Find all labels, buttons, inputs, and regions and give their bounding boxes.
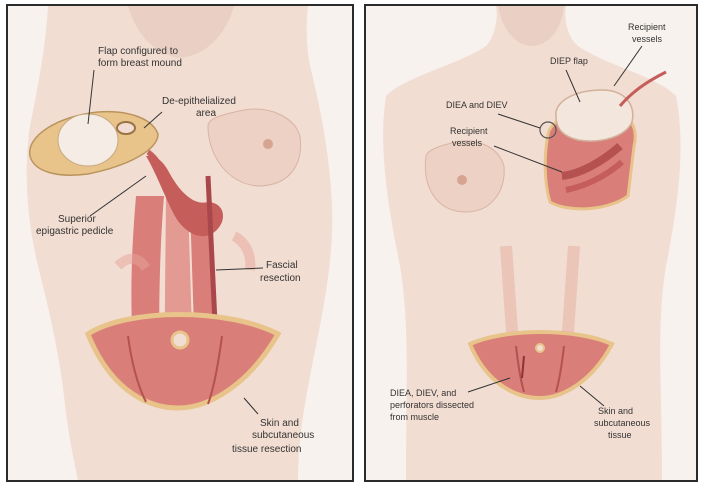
diep-flap-label: DIEP flap — [550, 56, 588, 66]
right-panel-nipple — [457, 175, 467, 185]
right-torso-illustration: Recipient vessels DIEP flap DIEA and DIE… — [366, 6, 696, 480]
diea-diev-label: DIEA and DIEV — [446, 100, 508, 110]
left-nipple — [263, 139, 273, 149]
flap-configured-label: Flap configured to form breast mound — [98, 46, 182, 69]
left-torso-illustration: Flap configured to form breast mound De-… — [8, 6, 352, 480]
umbilicus — [172, 332, 188, 348]
deepithelialized-ring — [117, 122, 135, 134]
diep-flap — [556, 90, 633, 141]
recipient-vessels-top-label: Recipient vessels — [628, 22, 668, 44]
right-illustration-panel: Recipient vessels DIEP flap DIEA and DIE… — [364, 4, 698, 482]
left-illustration-panel: Flap configured to form breast mound De-… — [6, 4, 354, 482]
